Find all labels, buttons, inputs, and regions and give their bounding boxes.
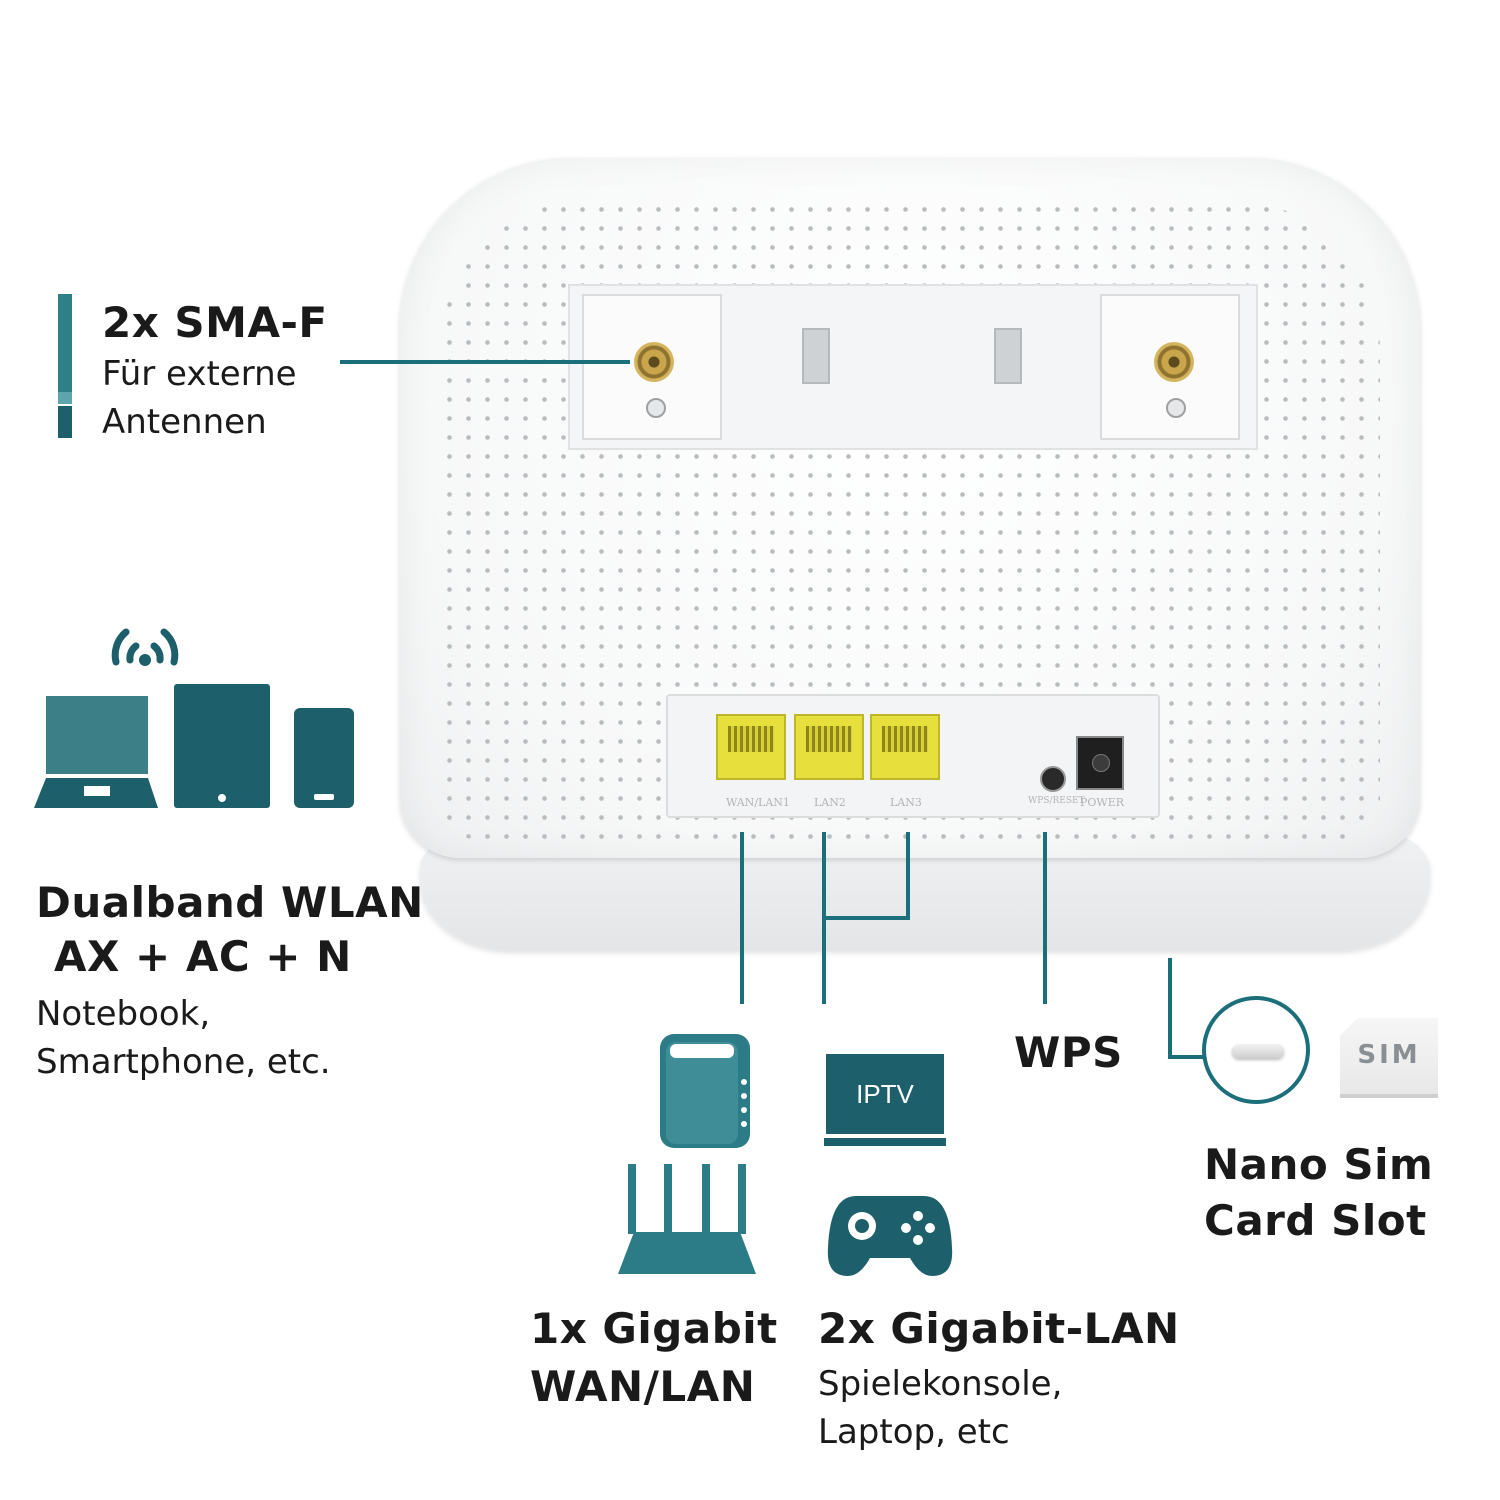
port-panel: WAN/LAN1 LAN2 LAN3 WPS/RESET POWER <box>666 694 1160 818</box>
sim-slot-opening <box>1232 1044 1284 1058</box>
sim-slot-magnifier <box>1202 996 1310 1104</box>
sma-title: 2x SMA-F <box>102 298 328 347</box>
wlan-line1: Notebook, <box>36 994 211 1034</box>
sma-connector-right <box>1154 342 1194 382</box>
antenna-slot-left <box>802 328 830 384</box>
wan-title-line1: 1x Gigabit <box>530 1304 778 1353</box>
wps-title: WPS <box>1014 1028 1123 1077</box>
sim-card-icon: SIM <box>1340 1018 1438 1098</box>
wifi-signal-icon <box>111 628 179 666</box>
sim-callout-line-v <box>1168 958 1172 1058</box>
laptop-icon <box>34 696 158 808</box>
wlan-title: Dualband WLAN <box>36 878 424 927</box>
screw-right <box>1166 398 1186 418</box>
sma-connector-left <box>634 342 674 382</box>
power-jack <box>1076 736 1124 790</box>
tablet-icon <box>174 684 270 808</box>
wps-callout-line <box>1043 832 1047 1004</box>
right-antenna-bay <box>1100 294 1240 440</box>
sim-card-text: SIM <box>1357 1040 1421 1070</box>
iptv-label: IPTV <box>826 1054 944 1134</box>
range-extender-icon <box>660 1034 750 1148</box>
wan-callout-line <box>740 832 744 1004</box>
port-label-lan3: LAN3 <box>890 796 922 809</box>
smartphone-icon <box>294 708 354 808</box>
port-label-wan: WAN/LAN1 <box>726 796 790 809</box>
lan-title: 2x Gigabit-LAN <box>818 1304 1180 1353</box>
port-label-lan2: LAN2 <box>814 796 846 809</box>
wan-lan1-port <box>716 714 786 780</box>
antenna-slot-right <box>994 328 1022 384</box>
wlan-standards: AX + AC + N <box>54 932 352 981</box>
reset-button <box>1040 766 1066 792</box>
lan2-port <box>794 714 864 780</box>
router-icon <box>618 1164 756 1274</box>
sim-callout-line-h <box>1168 1055 1204 1059</box>
left-antenna-bay <box>582 294 722 440</box>
sim-title-line2: Card Slot <box>1204 1196 1427 1245</box>
sma-callout-line <box>340 360 630 364</box>
wlan-line2: Smartphone, etc. <box>36 1042 331 1082</box>
port-label-reset: WPS/RESET <box>1028 796 1085 806</box>
wan-title-line2: WAN/LAN <box>530 1362 756 1411</box>
antenna-panel <box>568 284 1258 450</box>
lan-callout-join <box>822 916 910 920</box>
external-antenna-icon <box>58 294 72 438</box>
gamepad-icon <box>827 1196 953 1276</box>
port-label-power: POWER <box>1080 796 1125 809</box>
screw-left <box>646 398 666 418</box>
lan-callout-line-b <box>906 832 910 920</box>
sma-line2: Antennen <box>102 402 267 442</box>
lan-line2: Laptop, etc <box>818 1412 1010 1452</box>
lan3-port <box>870 714 940 780</box>
sim-title-line1: Nano Sim <box>1204 1140 1434 1189</box>
iptv-icon: IPTV <box>824 1054 946 1150</box>
lan-line1: Spielekonsole, <box>818 1364 1063 1404</box>
sma-line1: Für externe <box>102 354 297 394</box>
